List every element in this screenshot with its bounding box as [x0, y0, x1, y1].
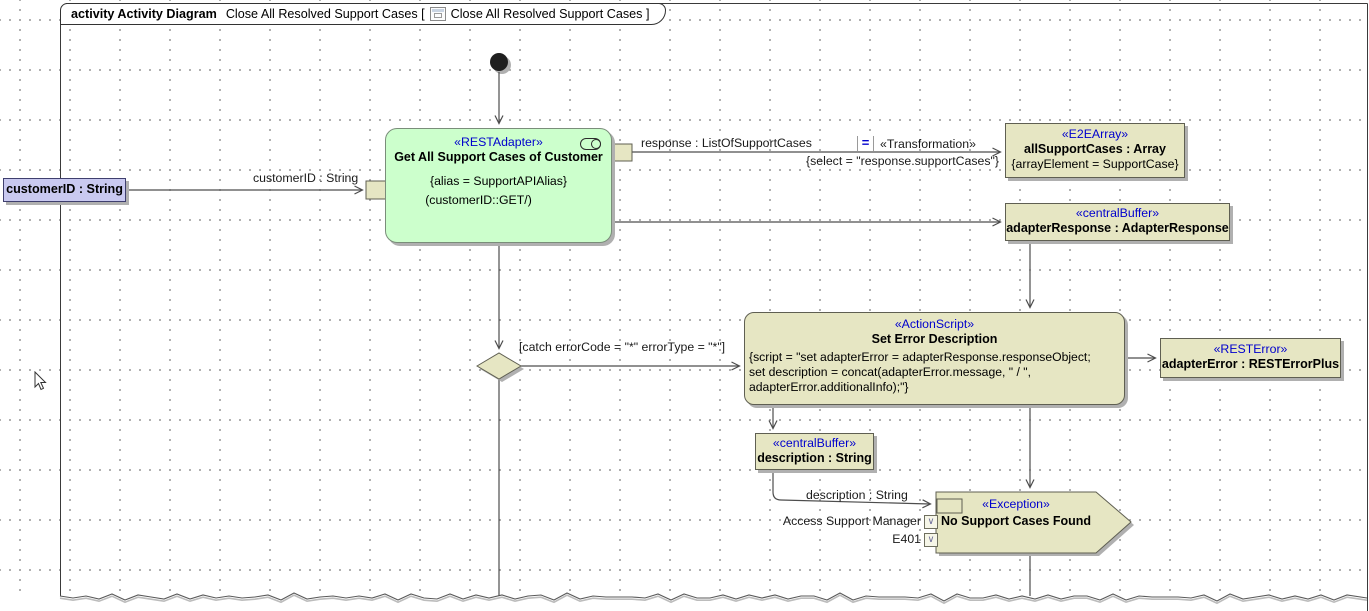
- alias-tag: {alias = SupportAPIAlias}: [429, 174, 568, 188]
- value-pin-e401[interactable]: ∨: [924, 533, 938, 547]
- mouse-cursor: [34, 371, 47, 391]
- pin-label-e401[interactable]: E401: [892, 532, 921, 546]
- action-name: Get All Support Cases of Customer: [394, 150, 603, 164]
- decision-node[interactable]: [476, 352, 522, 380]
- buffer-name: adapterResponse : AdapterResponse: [1006, 221, 1229, 235]
- call-behavior-icon: [580, 138, 601, 150]
- action-name: Set Error Description: [871, 332, 998, 346]
- grid-background: [0, 0, 1369, 593]
- signature-label: (customerID::GET/): [425, 193, 532, 207]
- e2e-array-object[interactable]: «E2EArray» allSupportCases : Array {arra…: [1005, 123, 1185, 178]
- pin-label-access-support-manager[interactable]: Access Support Manager: [782, 514, 921, 528]
- edge-label-catch-guard[interactable]: [catch errorCode = "*" errorType = "*"]: [519, 340, 726, 354]
- torn-edge-mask: [60, 593, 1367, 611]
- flow-description-to-exception[interactable]: [772, 470, 932, 509]
- description-buffer[interactable]: «centralBuffer» description : String: [755, 433, 874, 470]
- action-script-action[interactable]: «ActionScript» Set Error Description {sc…: [744, 312, 1125, 405]
- edge-label-description[interactable]: description : String: [806, 488, 908, 502]
- transformation-equals-icon: =: [857, 136, 874, 151]
- value-pin-access-support-manager[interactable]: ∨: [924, 515, 938, 529]
- frame-title-tab[interactable]: activity Activity Diagram Close All Reso…: [60, 3, 667, 25]
- initial-node[interactable]: [490, 53, 508, 71]
- input-pin-description[interactable]: [936, 498, 963, 514]
- torn-edge: [59, 592, 1368, 602]
- stereotype-label: «centralBuffer»: [1075, 206, 1160, 220]
- exception-name: No Support Cases Found: [941, 514, 1091, 528]
- output-pin-response[interactable]: [609, 143, 633, 162]
- frame-ref: Close All Resolved Support Cases ]: [450, 7, 650, 21]
- activity-parameter-customerid[interactable]: customerID : String: [3, 178, 126, 202]
- edge-label-transformation[interactable]: «Transformation»: [880, 137, 976, 151]
- checkmark-icon: ∨: [927, 534, 935, 545]
- edge-label-customerid[interactable]: customerID : String: [253, 171, 359, 185]
- object-name: adapterError : RESTErrorPlus: [1161, 357, 1340, 371]
- parameter-label: customerID : String: [6, 182, 123, 196]
- activity-diagram-icon: [429, 7, 446, 21]
- stereotype-label: «RESTError»: [1213, 342, 1288, 356]
- stereotype-label: «RESTAdapter»: [454, 135, 543, 149]
- adapter-response-buffer[interactable]: «centralBuffer» adapterResponse : Adapte…: [1005, 203, 1230, 241]
- frame-keyword: activity Activity Diagram: [71, 7, 217, 21]
- script-line: {script = "set adapterError = adapterRes…: [749, 350, 1091, 364]
- script-line: adapterError.additionalInfo);"}: [749, 380, 909, 394]
- stereotype-label: «centralBuffer»: [772, 436, 857, 450]
- input-pin-customerid[interactable]: [365, 180, 387, 200]
- script-line: set description = concat(adapterError.me…: [749, 365, 1031, 379]
- stereotype-label: «Exception»: [982, 497, 1050, 511]
- buffer-name: description : String: [757, 451, 872, 465]
- checkmark-icon: ∨: [927, 516, 935, 527]
- rest-error-object[interactable]: «RESTError» adapterError : RESTErrorPlus: [1160, 338, 1341, 378]
- stereotype-label: «E2EArray»: [1061, 127, 1129, 141]
- frame-name: Close All Resolved Support Cases [: [225, 7, 425, 21]
- edge-label-response[interactable]: response : ListOfSupportCases: [641, 136, 812, 150]
- rest-adapter-action[interactable]: «RESTAdapter» Get All Support Cases of C…: [385, 128, 612, 243]
- object-name: allSupportCases : Array: [1024, 142, 1166, 156]
- torn-edge-shadow: [59, 594, 1368, 605]
- stereotype-label: «ActionScript»: [894, 317, 975, 331]
- edge-label-select-tag[interactable]: {select = "response.supportCases"}: [806, 154, 999, 168]
- array-tag: {arrayElement = SupportCase}: [1011, 157, 1179, 171]
